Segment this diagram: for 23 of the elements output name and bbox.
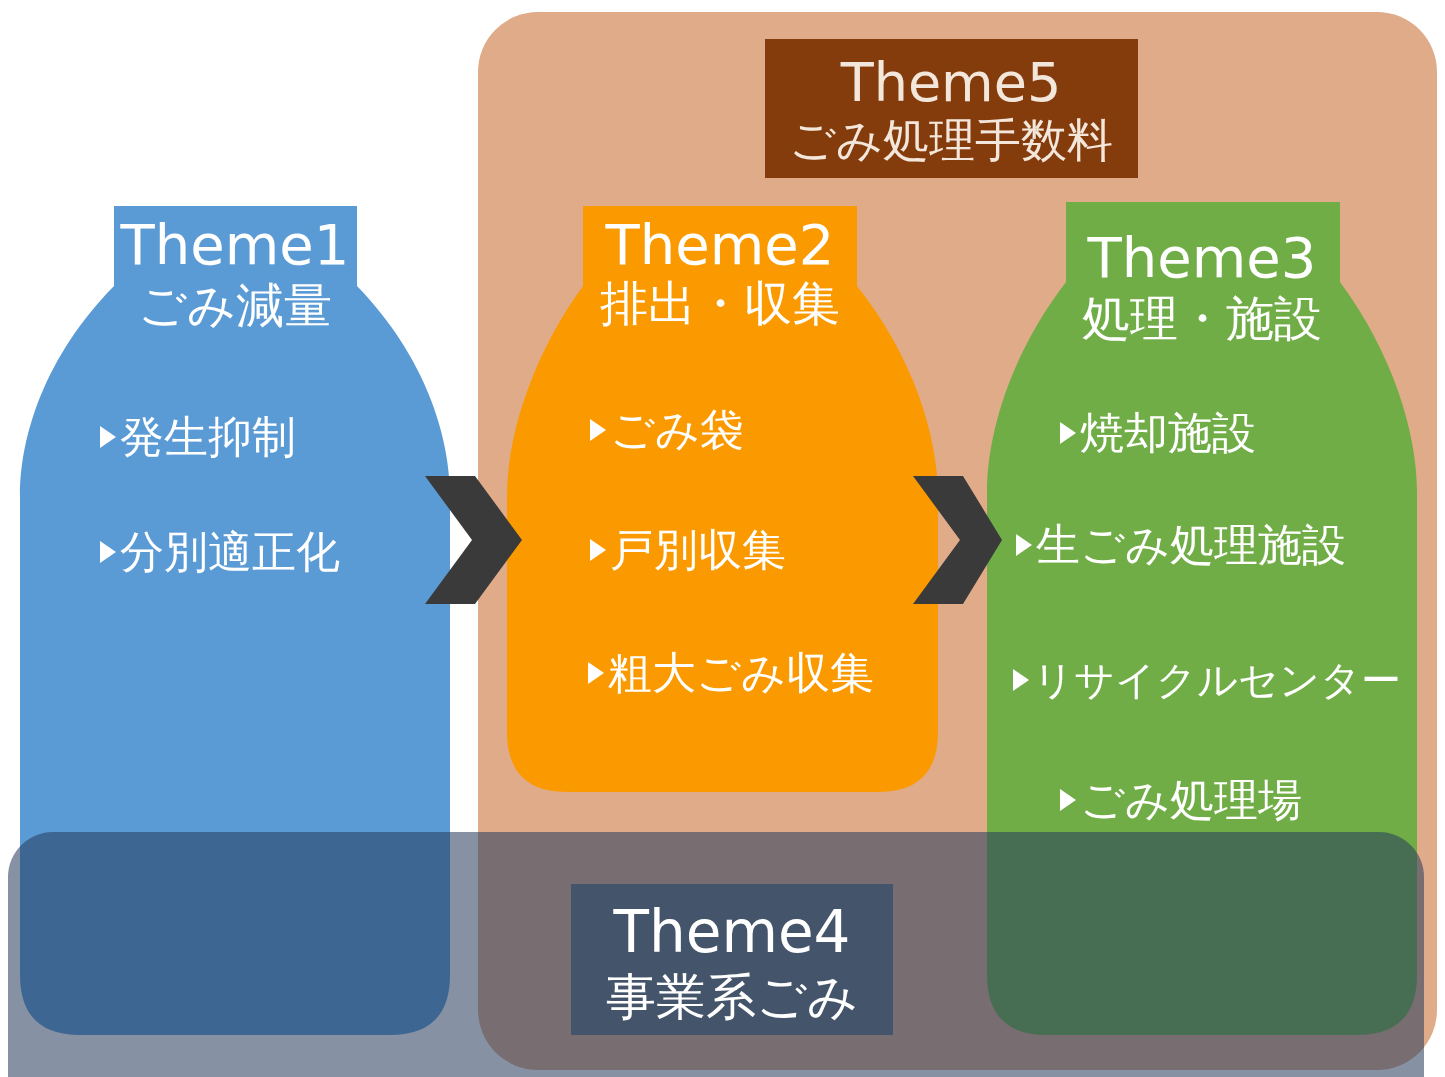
chevron-arrow — [913, 476, 1002, 604]
list-item: 粗大ごみ収集 — [608, 651, 874, 695]
theme-subtitle: 事業系ごみ — [606, 972, 858, 1022]
chevron-arrow — [425, 476, 522, 604]
list-item: ごみ袋 — [610, 408, 744, 452]
list-item: 焼却施設 — [1080, 411, 1256, 455]
list-item: リサイクルセンター — [1033, 660, 1401, 700]
overlay-band — [8, 832, 1424, 1077]
list-item: 発生抑制 — [120, 415, 296, 459]
theme-title: Theme3 — [1087, 230, 1317, 286]
list-item: ごみ処理場 — [1080, 778, 1302, 822]
theme-subtitle: ごみ減量 — [138, 281, 332, 329]
theme-subtitle: ごみ処理手数料 — [789, 117, 1113, 163]
theme-subtitle: 排出・収集 — [600, 279, 840, 327]
list-item: 分別適正化 — [120, 530, 340, 574]
theme-title: Theme4 — [613, 903, 851, 961]
theme-title: Theme2 — [605, 217, 835, 273]
theme-subtitle: 処理・施設 — [1082, 294, 1322, 342]
theme-title: Theme1 — [120, 217, 350, 273]
group-panel — [478, 12, 1437, 1070]
list-item: 戸別収集 — [610, 528, 786, 572]
list-item: 生ごみ処理施設 — [1036, 523, 1346, 567]
theme-title: Theme5 — [840, 56, 1062, 110]
